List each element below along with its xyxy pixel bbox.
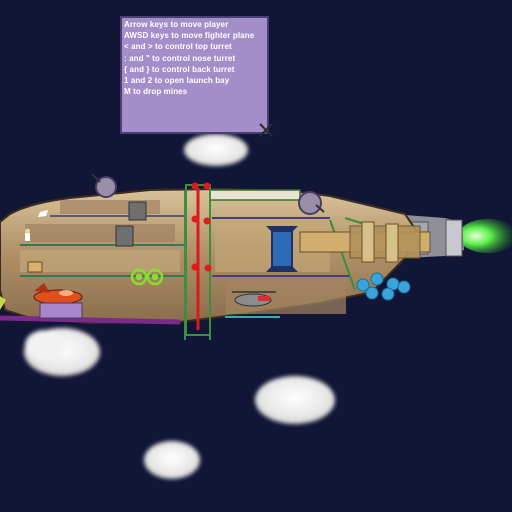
gear-machinery [130,268,164,286]
engine-exhaust-flame [458,219,512,253]
close-x-icon[interactable] [258,122,274,138]
controls-help-panel: Arrow keys to move player AWSD keys to m… [120,16,273,137]
nose-turret[interactable] [0,296,6,310]
generator-component [266,226,298,272]
fighter-plane[interactable] [33,283,83,319]
nose-window [38,210,48,217]
red-markers [191,182,212,272]
cloud [255,376,335,424]
back-turret[interactable] [298,191,325,215]
helicopter[interactable] [232,291,276,307]
top-turret[interactable] [91,173,117,198]
cloud [184,134,248,166]
help-line: 1 and 2 to open launch bay [124,76,230,86]
help-line: Arrow keys to move player [124,20,229,29]
fuel-tanks [356,272,411,301]
engine-cylinders [299,221,431,263]
help-line: M to drop mines [124,87,188,97]
help-line: < and > to control top turret [124,42,232,52]
cloud [24,328,100,376]
central-ladder [184,184,211,340]
player[interactable] [25,228,30,242]
top-deck [209,189,301,201]
cloud [144,441,200,479]
help-line: { and } to control back turret [124,64,235,74]
help-line: AWSD keys to move fighter plane [124,31,255,41]
cargo-crates [27,201,147,273]
help-line: : and " to control nose turret [124,53,236,63]
